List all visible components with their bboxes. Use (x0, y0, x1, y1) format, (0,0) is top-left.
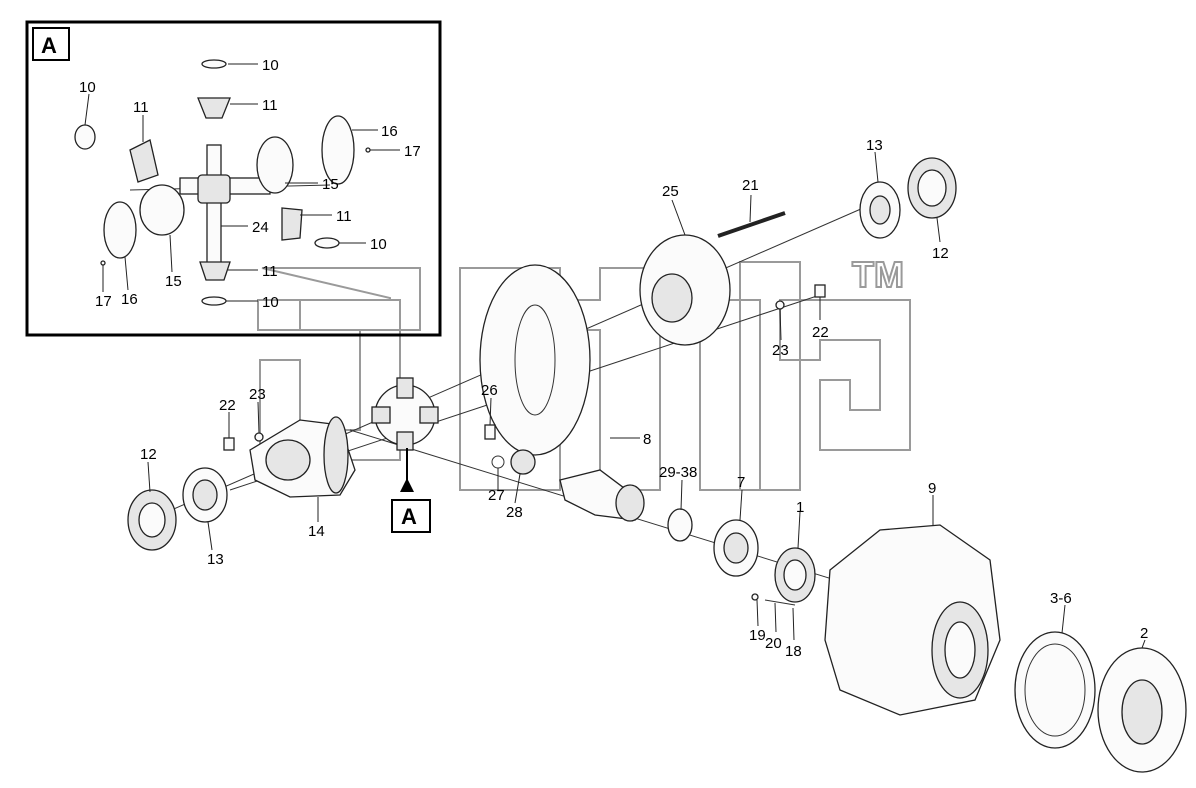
ring-27 (491, 455, 505, 469)
callout-22-right: 22 (812, 324, 829, 341)
callout-11-top: 11 (262, 97, 278, 114)
inset-a-box: A (25, 20, 442, 337)
callout-21: 21 (742, 177, 759, 194)
inset-leaders (84, 63, 400, 302)
gear-right (281, 207, 303, 241)
bolt-22-left (223, 437, 235, 451)
spider-vertical-arm (206, 144, 222, 266)
bolt-22-right (814, 284, 826, 298)
callout-16-right: 16 (381, 123, 398, 140)
washer-bottom (201, 296, 227, 306)
bolt-26 (484, 424, 496, 440)
callout-23-right: 23 (772, 342, 789, 359)
gear-bottom (199, 261, 231, 281)
callout-20: 20 (765, 635, 782, 652)
callout-8: 8 (643, 431, 651, 448)
callout-19: 19 (749, 627, 766, 644)
callout-3-6: 3-6 (1050, 590, 1072, 607)
callout-15-left: 15 (165, 273, 182, 290)
callout-10-right: 10 (370, 236, 387, 253)
bearing-28 (510, 449, 536, 475)
callout-26: 26 (481, 382, 498, 399)
gear-top (197, 97, 231, 119)
callout-28: 28 (506, 504, 523, 521)
callout-14: 14 (308, 523, 325, 540)
callout-15-right: 15 (322, 176, 339, 193)
callout-16-left: 16 (121, 291, 138, 308)
inset-callouts: 10 11 10 11 16 17 15 11 24 10 11 10 15 1… (79, 57, 421, 311)
callout-2: 2 (1140, 625, 1148, 642)
callout-17-right: 17 (404, 143, 421, 160)
callout-10-top: 10 (262, 57, 279, 74)
callout-12-right: 12 (932, 245, 949, 262)
callout-24: 24 (252, 219, 269, 236)
callout-29-38: 29-38 (659, 464, 697, 481)
bolt-21 (717, 211, 786, 238)
case-half-right (256, 136, 294, 194)
inset-parts (74, 59, 371, 306)
washer-left (74, 124, 96, 150)
inset-a-tag: A (41, 33, 57, 58)
washer-23-left (254, 432, 264, 442)
shim-pack (667, 508, 693, 542)
main-leaders (147, 151, 1146, 649)
callout-11-right: 11 (336, 208, 352, 225)
callout-9: 9 (928, 480, 936, 497)
callout-10-bottom: 10 (262, 294, 279, 311)
callout-22-left: 22 (219, 397, 236, 414)
callout-11-left: 11 (133, 99, 149, 116)
callout-12-left: 12 (140, 446, 157, 463)
washer-right (314, 237, 340, 249)
view-a-tag: A (401, 504, 417, 529)
gasket-right (321, 115, 355, 185)
view-a-marker: A (391, 448, 431, 533)
spider-center (197, 174, 231, 204)
callout-1: 1 (796, 499, 804, 516)
callout-13-right: 13 (866, 137, 883, 154)
main-callouts: 12 13 22 23 14 25 21 13 12 23 22 26 8 27… (140, 137, 1148, 660)
callout-10-left: 10 (79, 79, 96, 96)
gear-left (129, 139, 159, 183)
callout-7: 7 (737, 474, 745, 491)
callout-23-left: 23 (249, 386, 266, 403)
gasket-left (103, 201, 137, 259)
washer-top (201, 59, 227, 69)
gasket-3-6 (1014, 631, 1096, 749)
carrier-plate (479, 264, 591, 456)
callout-27: 27 (488, 487, 505, 504)
watermark-trademark: TM (852, 254, 904, 295)
callout-11-bottom: 11 (262, 263, 278, 280)
callout-17-left: 17 (95, 293, 112, 310)
callout-25: 25 (662, 183, 679, 200)
case-half-left (139, 184, 185, 236)
callout-13-left: 13 (207, 551, 224, 568)
callout-18: 18 (785, 643, 802, 660)
washer-23-right (775, 300, 785, 310)
